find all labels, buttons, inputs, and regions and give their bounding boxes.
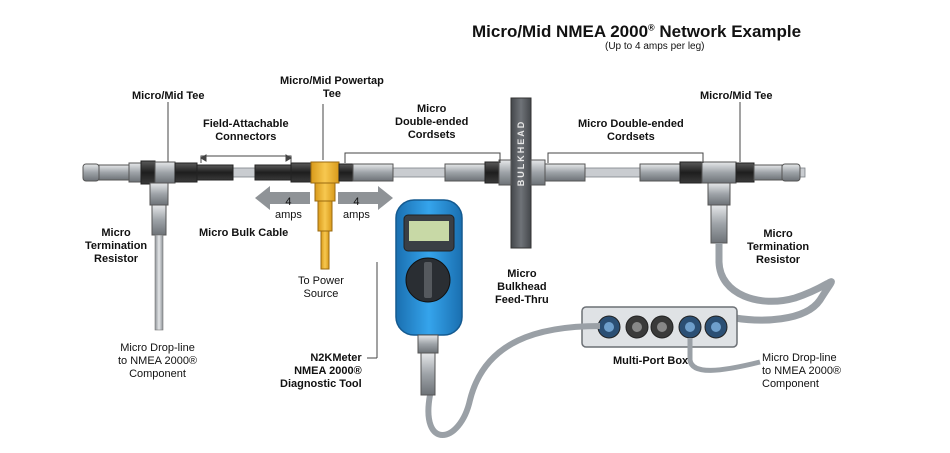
termination-resistor-right — [735, 162, 801, 183]
n2kmeter-device — [395, 199, 463, 396]
power-arrows — [255, 186, 393, 210]
double-ended-cordset-left — [338, 161, 500, 184]
label-micro-bulk-cable: Micro Bulk Cable — [199, 227, 289, 239]
termination-resistor-left — [82, 162, 142, 183]
drop-cable-multiport — [687, 338, 761, 373]
bulkhead-text: BULKHEAD — [516, 119, 526, 187]
meter-cable — [425, 323, 601, 438]
diagram-title: Micro/Mid NMEA 2000® Network Example — [472, 22, 802, 41]
label-micro-mid-tee-right: Micro/Mid Tee — [700, 90, 773, 102]
micro-mid-tee-right — [701, 161, 737, 244]
label-multi-port-box: Multi-Port Box — [613, 355, 689, 367]
powertap-tee — [310, 161, 340, 270]
micro-mid-tee-left — [140, 160, 176, 331]
double-ended-cordset-right — [544, 161, 703, 184]
leader-lines — [167, 102, 741, 359]
multi-port-box — [581, 306, 738, 348]
label-micro-mid-tee-left: Micro/Mid Tee — [132, 90, 205, 102]
drop-cable-right — [715, 243, 835, 324]
bulkhead — [498, 97, 546, 249]
diagram-subtitle: (Up to 4 amps per leg) — [605, 41, 705, 52]
field-attachable-connectors — [174, 162, 312, 183]
